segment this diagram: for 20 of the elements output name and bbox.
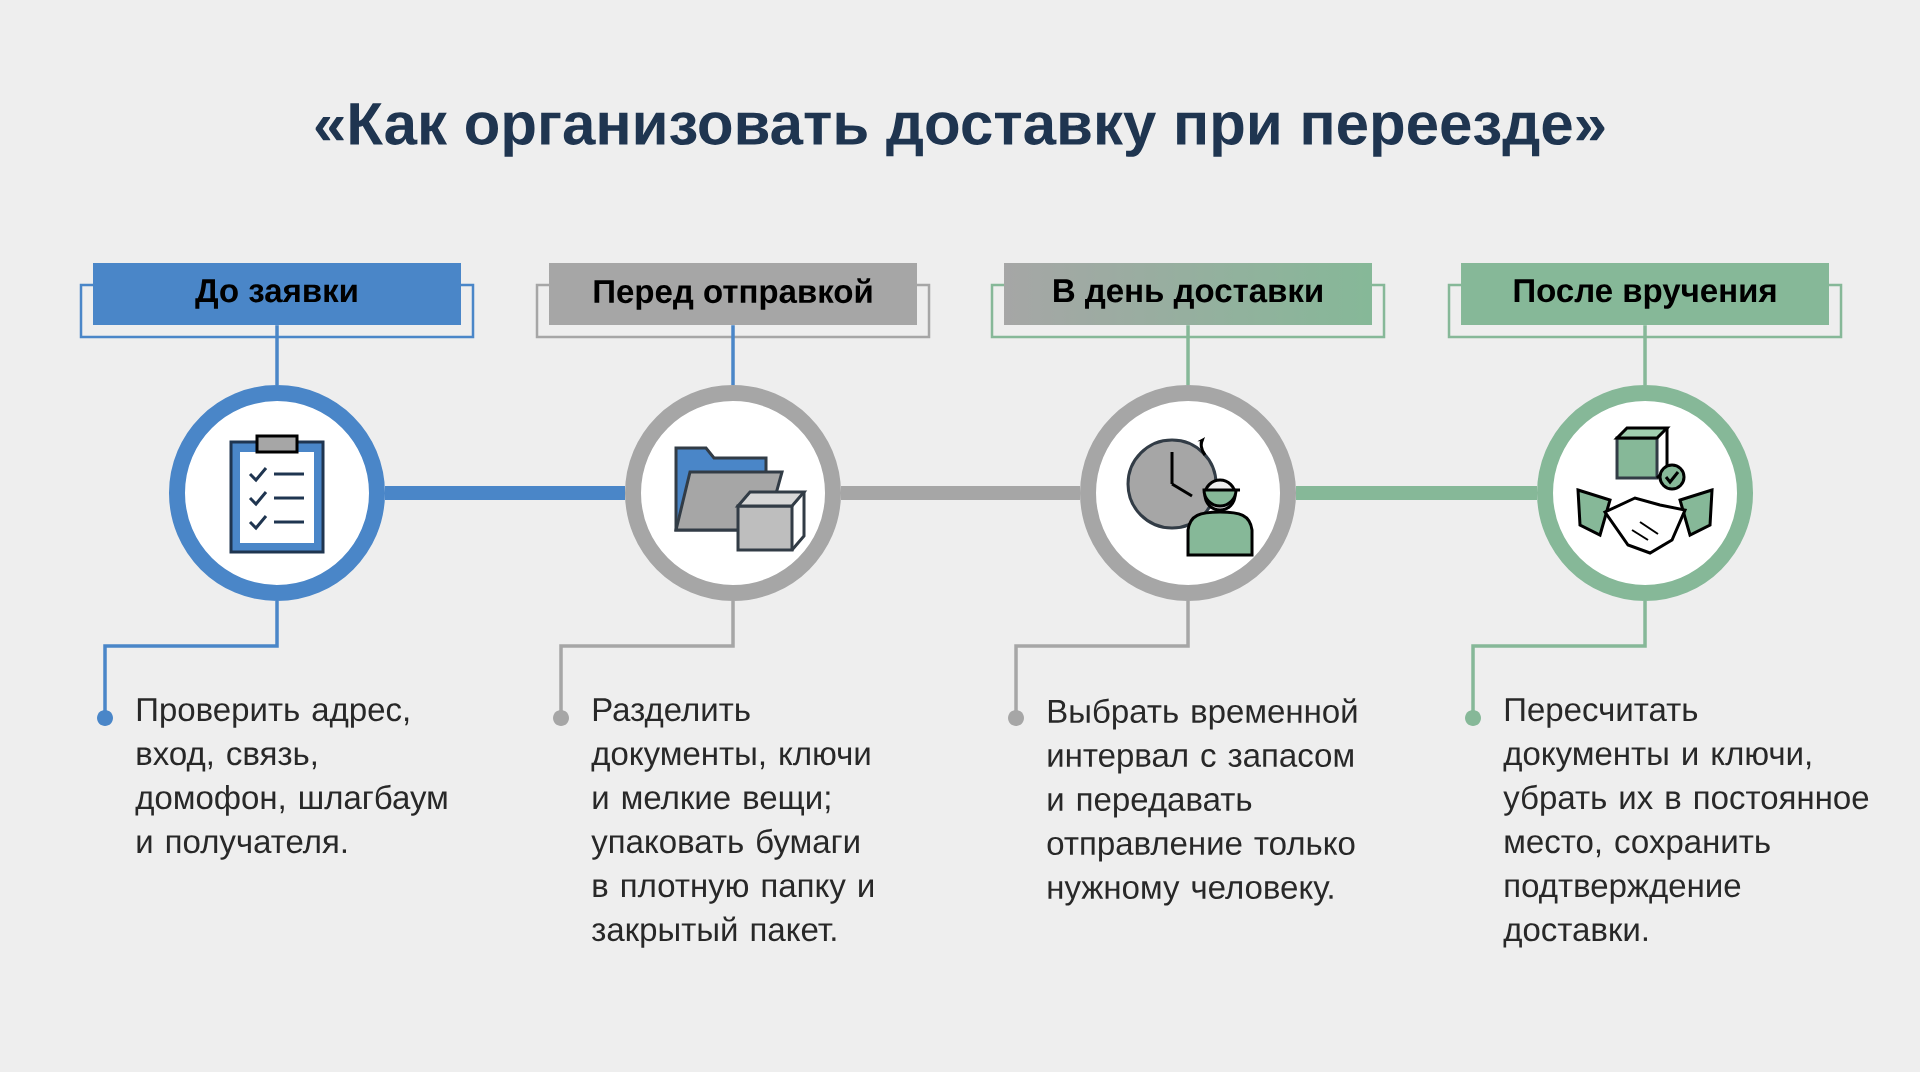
- connector-line: [1296, 486, 1537, 500]
- connector-line: [1186, 325, 1190, 385]
- connector-line: [731, 325, 735, 385]
- step-text: Пересчитать документы и ключи, убрать их в постоянное место, сохранить подтверждение доставки.: [1503, 698, 1869, 948]
- title: «Как организовать доставку при переезде»: [315, 103, 1605, 157]
- connector-line: [97, 601, 279, 726]
- connector-line: [385, 486, 625, 500]
- connector-line: [275, 325, 279, 385]
- connector-line: [1008, 601, 1190, 726]
- stage-header: До заявки: [79, 263, 475, 339]
- stage-header: В день доставки: [990, 263, 1386, 339]
- step-text: Выбрать временной интервал с запасом и передавать отправление только нужному человеку.: [1047, 698, 1357, 906]
- step-text: Проверить адрес, вход, связь, домофон, шлагбаум и получателя.: [135, 698, 447, 860]
- connector-line: [841, 486, 1080, 500]
- step-text: Разделить документы, ключи и мелкие вещи; упаковать бумаги в плотную папку и закрытый пакет.: [591, 698, 873, 948]
- connector-line: [553, 601, 735, 726]
- stage-header: После вручения: [1447, 263, 1843, 339]
- connector-line: [1643, 325, 1647, 385]
- connector-line: [1465, 601, 1647, 726]
- stage-header: Перед отправкой: [535, 263, 931, 339]
